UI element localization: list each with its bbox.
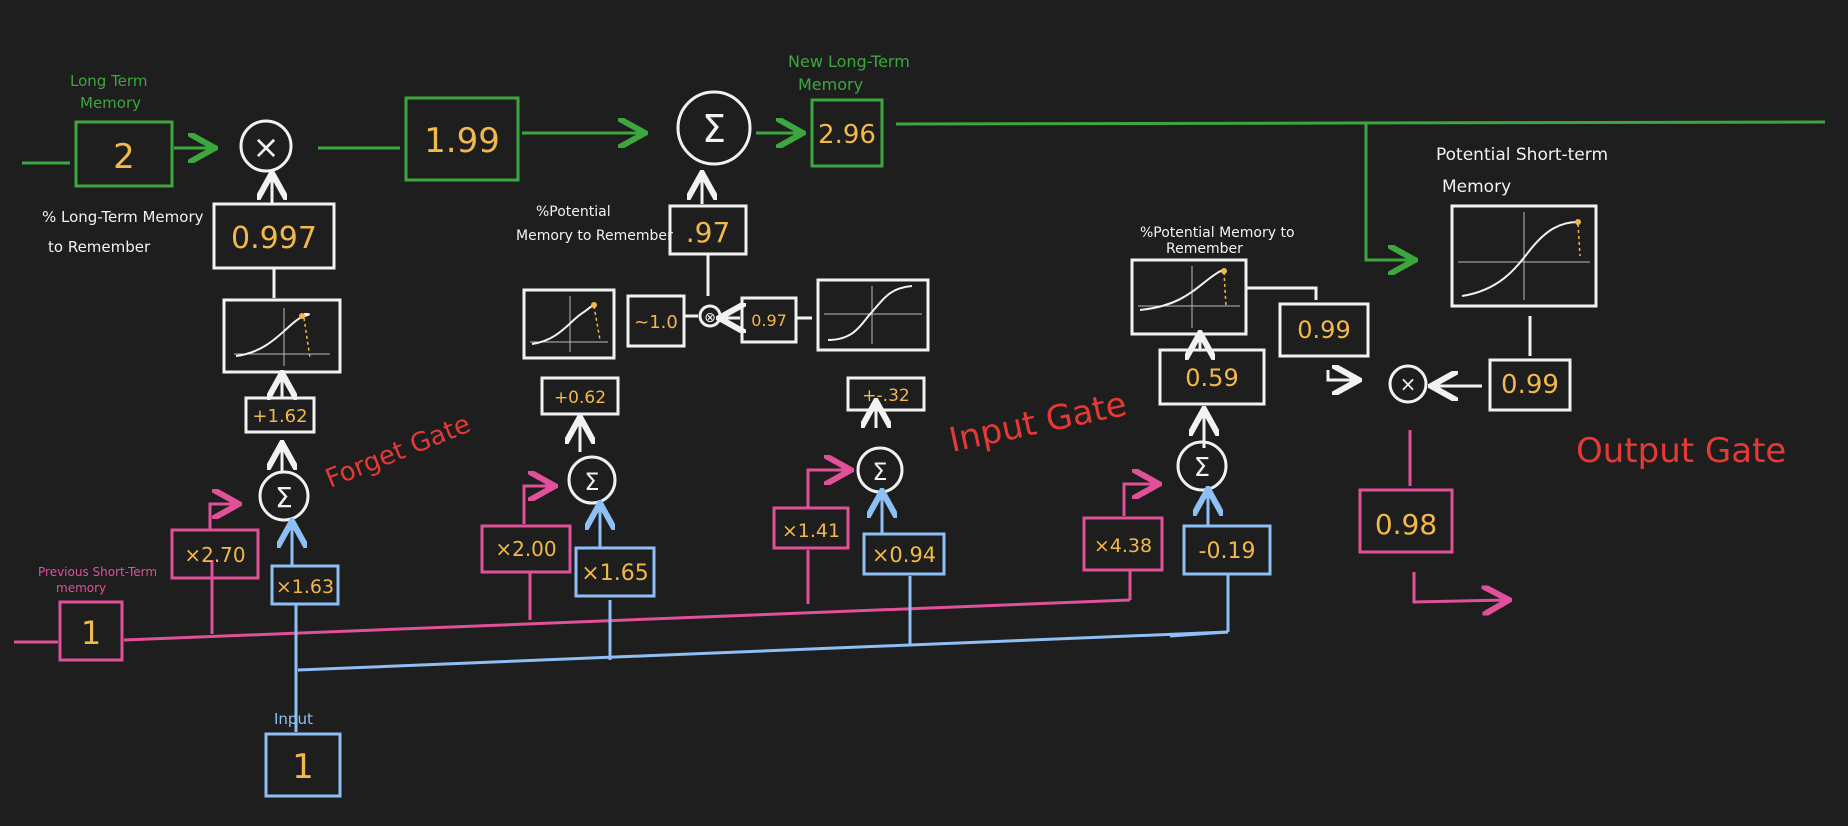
pct-ltm-label-line1: % Long-Term Memory — [42, 208, 204, 226]
input-right-w-in-value: ×0.94 — [872, 543, 936, 567]
forget-gate-label: Forget Gate — [321, 409, 474, 494]
input-left-sum-symbol: Σ — [584, 468, 599, 496]
forget-sigmoid-plot — [234, 308, 330, 366]
forget-multiply-symbol: × — [253, 128, 280, 166]
input-left-approx-value: ~1.0 — [634, 312, 678, 333]
forget-sum-symbol: Σ — [275, 481, 293, 514]
output-bias-box-value: 0.59 — [1185, 364, 1238, 392]
input-right-sum-symbol: Σ — [872, 458, 887, 486]
input-gate-label: Input Gate — [946, 384, 1131, 461]
input-left-bias-value: +0.62 — [554, 388, 606, 408]
new-ltm-label-line2: Memory — [798, 75, 863, 94]
potential-stm-label-line2: Memory — [1442, 177, 1511, 197]
output-gate-structure — [1130, 204, 1598, 492]
prev-stm-label-line2: memory — [56, 581, 106, 595]
new-ltm-label-line1: New Long-Term — [788, 52, 910, 71]
input-label: Input — [274, 710, 313, 728]
pct-potential-2-label-line2: Remember — [1166, 241, 1243, 257]
potential-stm-label-line1: Potential Short-term — [1436, 145, 1608, 165]
output-sigmoid-plot — [1138, 266, 1240, 328]
input-right-w-stm-value: ×1.41 — [782, 520, 840, 542]
forget-gate-structure — [212, 119, 342, 522]
input-left-w-in-value: ×1.65 — [581, 561, 648, 586]
output-gate-label: Output Gate — [1576, 431, 1786, 471]
forget-bias-value: +1.62 — [252, 406, 307, 427]
ltm-after-forget-value: 1.99 — [424, 121, 500, 161]
pct-potential-label-line2: Memory to Remember — [516, 228, 673, 244]
potential-stm-tanh-plot — [1458, 212, 1590, 300]
output-w-in-value: -0.19 — [1199, 539, 1256, 564]
forget-w-in-value: ×1.63 — [276, 576, 334, 598]
input-left-w-stm-value: ×2.00 — [495, 537, 556, 561]
potential-stm-value: 0.99 — [1501, 370, 1559, 400]
output-sig-value: 0.99 — [1297, 316, 1350, 344]
input-right-bias-value: +-.32 — [862, 386, 909, 406]
forget-w-stm-value: ×2.70 — [184, 543, 245, 567]
ltm-in-value: 2 — [113, 137, 135, 177]
ltm-label-line2: Memory — [80, 94, 141, 112]
output-final-value: 0.98 — [1375, 508, 1437, 541]
input-path — [264, 492, 1272, 798]
input-gate-structure — [522, 90, 930, 505]
ltm-label-line1: Long Term — [70, 72, 147, 90]
pct-potential-label-line1: %Potential — [536, 204, 611, 220]
output-w-stm-value: ×4.38 — [1094, 535, 1152, 557]
input-value: 1 — [292, 747, 314, 787]
prev-stm-label-line1: Previous Short-Term — [38, 565, 157, 579]
input-sum-symbol-top: Σ — [702, 107, 726, 151]
input-left-sigmoid-plot — [530, 296, 608, 352]
pct-potential-2-label-line1: %Potential Memory to — [1140, 225, 1295, 241]
output-sum-symbol: Σ — [1194, 453, 1210, 483]
long-term-memory-path — [22, 96, 1826, 260]
ltm-new-value: 2.96 — [818, 120, 876, 150]
output-multiply-symbol: × — [1400, 372, 1417, 396]
pct-ltm-label-line2: to Remember — [48, 238, 151, 256]
input-small-multiply-symbol: ⊗ — [704, 310, 716, 326]
input-right-value: 0.97 — [751, 311, 787, 330]
input-right-tanh-plot — [824, 285, 922, 344]
prev-stm-value: 1 — [81, 614, 101, 652]
input-sig-out-value: .97 — [686, 216, 731, 249]
forget-sigmoid-out-value: 0.997 — [231, 221, 317, 256]
